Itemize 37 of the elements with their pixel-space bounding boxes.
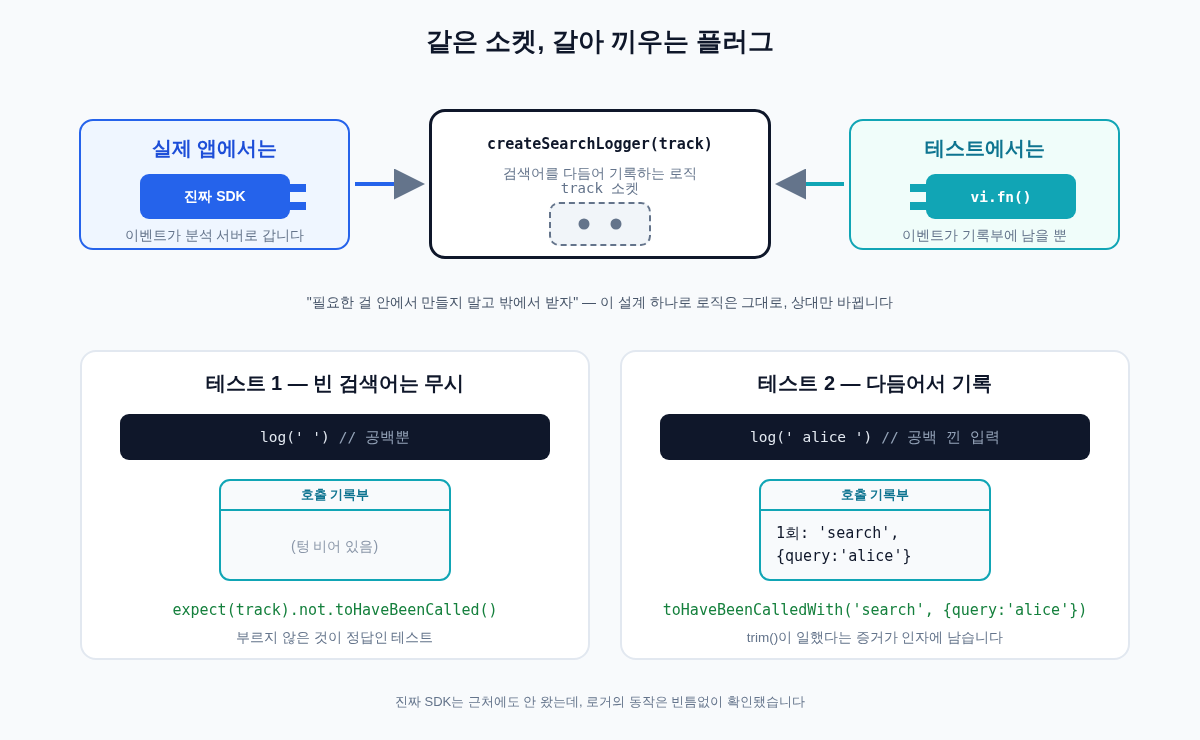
code-comment: // 공백뿐 (338, 427, 410, 447)
plug-box: 진짜 SDK (140, 174, 290, 219)
assertion-code: toHaveBeenCalledWith('search', {query:'alice'}) (662, 602, 1088, 620)
card-caption: 부르지 않은 것이 정답인 테스트 (236, 630, 434, 646)
panel (79, 119, 350, 250)
panel-title: 실제 앱에서는 (151, 136, 278, 160)
note-text: "필요한 걸 안에서 만들지 말고 밖에서 받자" — 이 설계 하나로 로직은 그대로, 상대만 바뀝니다 (306, 293, 894, 311)
record-text: 1회: 'search', {query:'alice'} (776, 523, 913, 567)
code-block (660, 414, 1090, 460)
plug-box: vi.fn() (926, 174, 1076, 219)
code-block (120, 414, 550, 460)
record-header: 호출 기록부 (761, 481, 989, 511)
diagram-title: 같은 소켓, 갈아 끼우는 플러그 (425, 27, 775, 57)
record-box (759, 479, 991, 581)
record-text: (텅 비어 있음) (290, 537, 379, 554)
test-card (620, 350, 1130, 660)
logic-box (429, 109, 771, 259)
box-caption: 검색어를 다듬어 기록하는 로직 (503, 164, 697, 182)
panel-title: 테스트에서는 (924, 136, 1045, 160)
arrow (775, 168, 844, 200)
function-signature: createSearchLogger(track) (487, 136, 713, 154)
panel (849, 119, 1120, 250)
card-title: 테스트 2 — 다듬어서 기록 (758, 371, 992, 395)
card-title: 테스트 1 — 빈 검색어는 무시 (205, 371, 465, 395)
record-header: 호출 기록부 (221, 481, 449, 511)
panel-caption: 이벤트가 분석 서버로 갑니다 (124, 228, 305, 244)
socket-label: track 소켓 (560, 179, 640, 197)
arrow (355, 168, 425, 200)
card-caption: trim()이 일했다는 증거가 인자에 남습니다 (746, 630, 1004, 646)
code-text: log(' ') (259, 429, 330, 445)
panel-caption: 이벤트가 기록부에 남을 뿐 (901, 228, 1068, 244)
code-text: log(' alice ') (750, 429, 873, 445)
caption-text: 진짜 SDK는 근처에도 안 왔는데, 로거의 동작은 빈틈없이 확인됐습니다 (394, 694, 806, 710)
code-comment: // 공백 낀 입력 (881, 427, 1000, 447)
test-card (80, 350, 590, 660)
record-box (219, 479, 451, 581)
assertion-code: expect(track).not.toHaveBeenCalled() (172, 602, 498, 620)
